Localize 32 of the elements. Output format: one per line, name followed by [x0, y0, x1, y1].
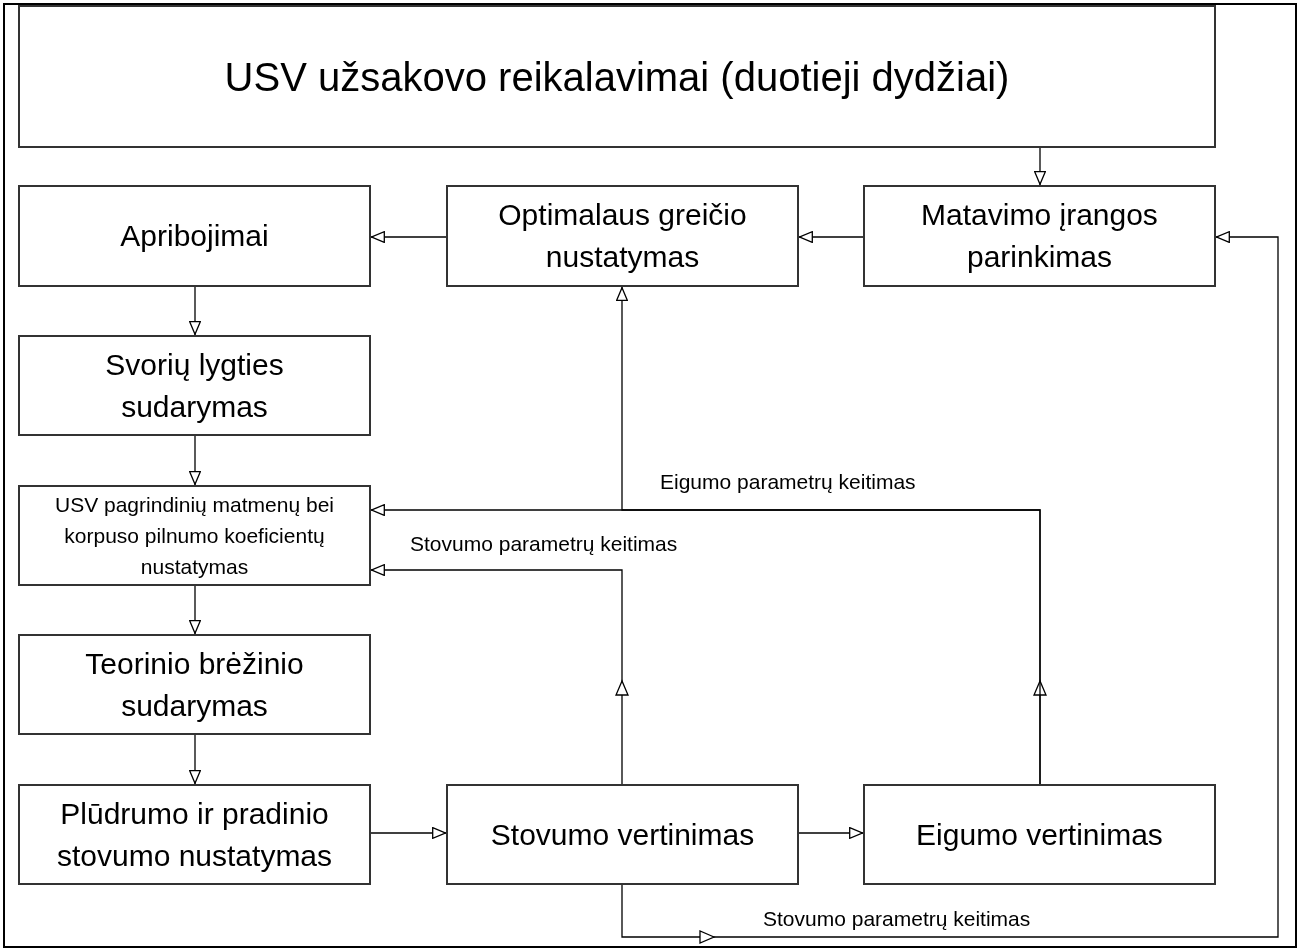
arrow [370, 231, 447, 243]
box-text: USV pagrindinių matmenų bei korpuso pilnumo koeficientų nustatymas [54, 492, 335, 580]
arrow [798, 827, 864, 839]
box-text: Svorių lygties sudarymas [104, 346, 285, 425]
box-text: Matavimo įrangos parinkimas [920, 197, 1159, 275]
arrow [616, 286, 1041, 785]
arrow [621, 231, 1279, 944]
box-text: USV užsakovo reikalavimai (duotieji dydžiai) [224, 54, 1010, 99]
arrow [370, 827, 447, 839]
box-text: Stovumo vertinimas [490, 816, 755, 853]
process-box [863, 784, 1216, 885]
process-box [18, 485, 371, 586]
box-text: Apribojimai [120, 218, 269, 254]
box-text: Eigumo vertinimas [916, 816, 1163, 853]
process-box [18, 784, 371, 885]
arrow [189, 585, 201, 635]
process-box [863, 185, 1216, 287]
box-text: Plūdrumo ir pradinio stovumo nustatymas [55, 795, 334, 874]
arrow [370, 564, 629, 785]
arrow [189, 435, 201, 486]
box-text: Optimalaus greičio nustatymas [497, 197, 748, 275]
process-box [18, 5, 1216, 148]
process-box [446, 185, 799, 287]
box-text: Teorinio brėžinio sudarymas [84, 645, 305, 724]
arrow [798, 231, 864, 243]
process-box [18, 335, 371, 436]
arrow [189, 734, 201, 785]
arrow [189, 286, 201, 336]
process-box [18, 185, 371, 287]
arrow [1034, 147, 1046, 186]
process-box [446, 784, 799, 885]
process-box [18, 634, 371, 735]
